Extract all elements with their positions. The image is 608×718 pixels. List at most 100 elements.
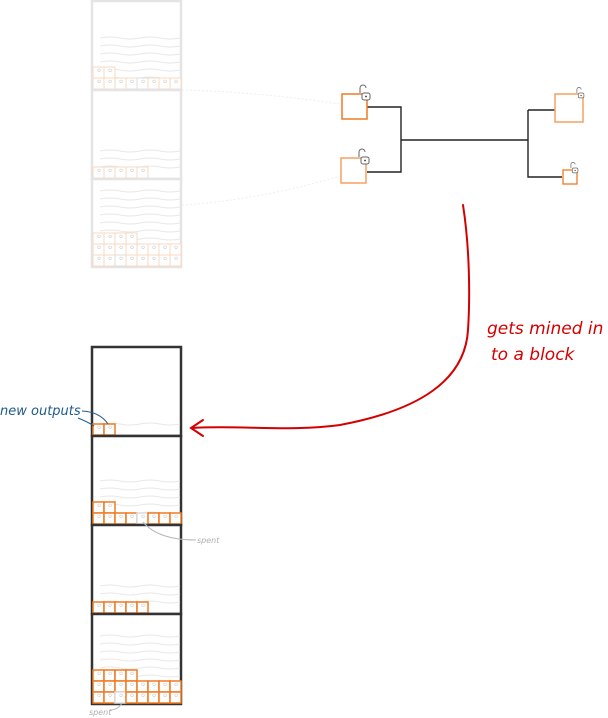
utxo-output	[114, 669, 127, 682]
lock-icon	[97, 245, 101, 249]
spent-label-bottom: spent	[89, 708, 112, 717]
lock-icon	[119, 514, 123, 518]
lock-icon	[108, 168, 112, 172]
lock-icon	[119, 682, 123, 686]
lock-icon	[141, 168, 145, 172]
block	[90, 88, 183, 181]
utxo-output	[92, 501, 105, 514]
utxo-output	[103, 243, 116, 256]
lock-icon	[174, 693, 178, 697]
lock-icon	[108, 256, 112, 260]
utxo-output	[136, 254, 149, 267]
tx-scribble	[99, 479, 181, 483]
faded-connector	[181, 175, 341, 206]
lock-icon	[119, 256, 123, 260]
utxo-output	[147, 512, 160, 525]
lock-icon	[141, 682, 145, 686]
spent-output	[136, 77, 149, 90]
lock-icon	[119, 234, 123, 238]
utxo-output	[147, 254, 160, 267]
utxo-output	[92, 691, 105, 704]
lock-icon	[97, 603, 101, 607]
utxo-output	[92, 601, 105, 614]
utxo-output	[169, 680, 182, 693]
utxo-output	[114, 166, 127, 179]
lock-icon	[174, 79, 178, 83]
utxo-output	[114, 243, 127, 256]
utxo-output	[136, 601, 149, 614]
lock-icon	[108, 514, 112, 518]
utxo-output	[103, 512, 116, 525]
mined-label-line1: gets mined in	[487, 319, 603, 339]
lock-icon	[119, 693, 123, 697]
tx-scribble	[99, 149, 181, 153]
utxo-output	[125, 680, 138, 693]
utxo-output	[103, 232, 116, 245]
spent-output	[136, 512, 149, 525]
lock-icon	[130, 603, 134, 607]
lock-icon	[108, 245, 112, 249]
spent-pointer-top	[142, 521, 197, 541]
transaction-diagram	[340, 84, 585, 185]
tx-scribble	[99, 197, 181, 201]
lock-icon	[141, 514, 145, 518]
lock-icon	[358, 148, 370, 165]
lock-icon	[174, 256, 178, 260]
lock-icon	[141, 693, 145, 697]
lock-icon	[97, 503, 101, 507]
utxo-output	[158, 243, 171, 256]
utxo-output	[125, 243, 138, 256]
unlocked-lock-icon	[570, 162, 579, 174]
utxo-output	[114, 512, 127, 525]
utxo-output	[136, 691, 149, 704]
tx-scribble	[99, 642, 181, 646]
lock-icon	[174, 245, 178, 249]
lock-icon	[163, 256, 167, 260]
lock-icon	[97, 256, 101, 260]
utxo-output	[169, 512, 182, 525]
utxo-output	[103, 77, 116, 90]
utxo-output	[158, 77, 171, 90]
lock-icon	[130, 693, 134, 697]
lock-icon	[108, 234, 112, 238]
utxo-output	[103, 680, 116, 693]
tx-scribble	[99, 44, 181, 48]
tx-scribble	[99, 60, 181, 64]
utxo-output	[103, 669, 116, 682]
tx-scribble	[99, 422, 181, 426]
utxo-output	[169, 254, 182, 267]
tx-scribble	[99, 584, 181, 588]
tx-connector-left	[367, 106, 562, 178]
utxo-output	[92, 243, 105, 256]
utxo-output	[169, 691, 182, 704]
tx-scribble	[99, 157, 181, 161]
lock-icon	[108, 671, 112, 675]
utxo-output	[169, 77, 182, 90]
lock-icon	[97, 168, 101, 172]
lock-icon	[163, 514, 167, 518]
utxo-output	[158, 254, 171, 267]
faded-blockchain	[90, 0, 183, 269]
lock-icon	[108, 693, 112, 697]
block	[90, 345, 183, 438]
utxo-output	[114, 601, 127, 614]
tx-scribble	[99, 658, 181, 662]
mined-arrow	[191, 204, 471, 430]
lock-icon	[97, 425, 101, 429]
lock-icon	[152, 693, 156, 697]
new-outputs-arrow	[77, 410, 109, 427]
tx-scribble	[99, 487, 181, 491]
utxo-output	[103, 501, 116, 514]
tx-output-box	[562, 169, 578, 185]
new-outputs-label: new outputs	[0, 404, 81, 419]
utxo-output	[103, 423, 116, 436]
lock-icon	[130, 234, 134, 238]
lock-icon	[108, 68, 112, 72]
utxo-output	[147, 680, 160, 693]
tx-scribble	[99, 229, 181, 233]
utxo-output	[125, 512, 138, 525]
spent-output	[114, 254, 127, 267]
utxo-output	[125, 691, 138, 704]
arrow-head-icon	[189, 419, 204, 437]
